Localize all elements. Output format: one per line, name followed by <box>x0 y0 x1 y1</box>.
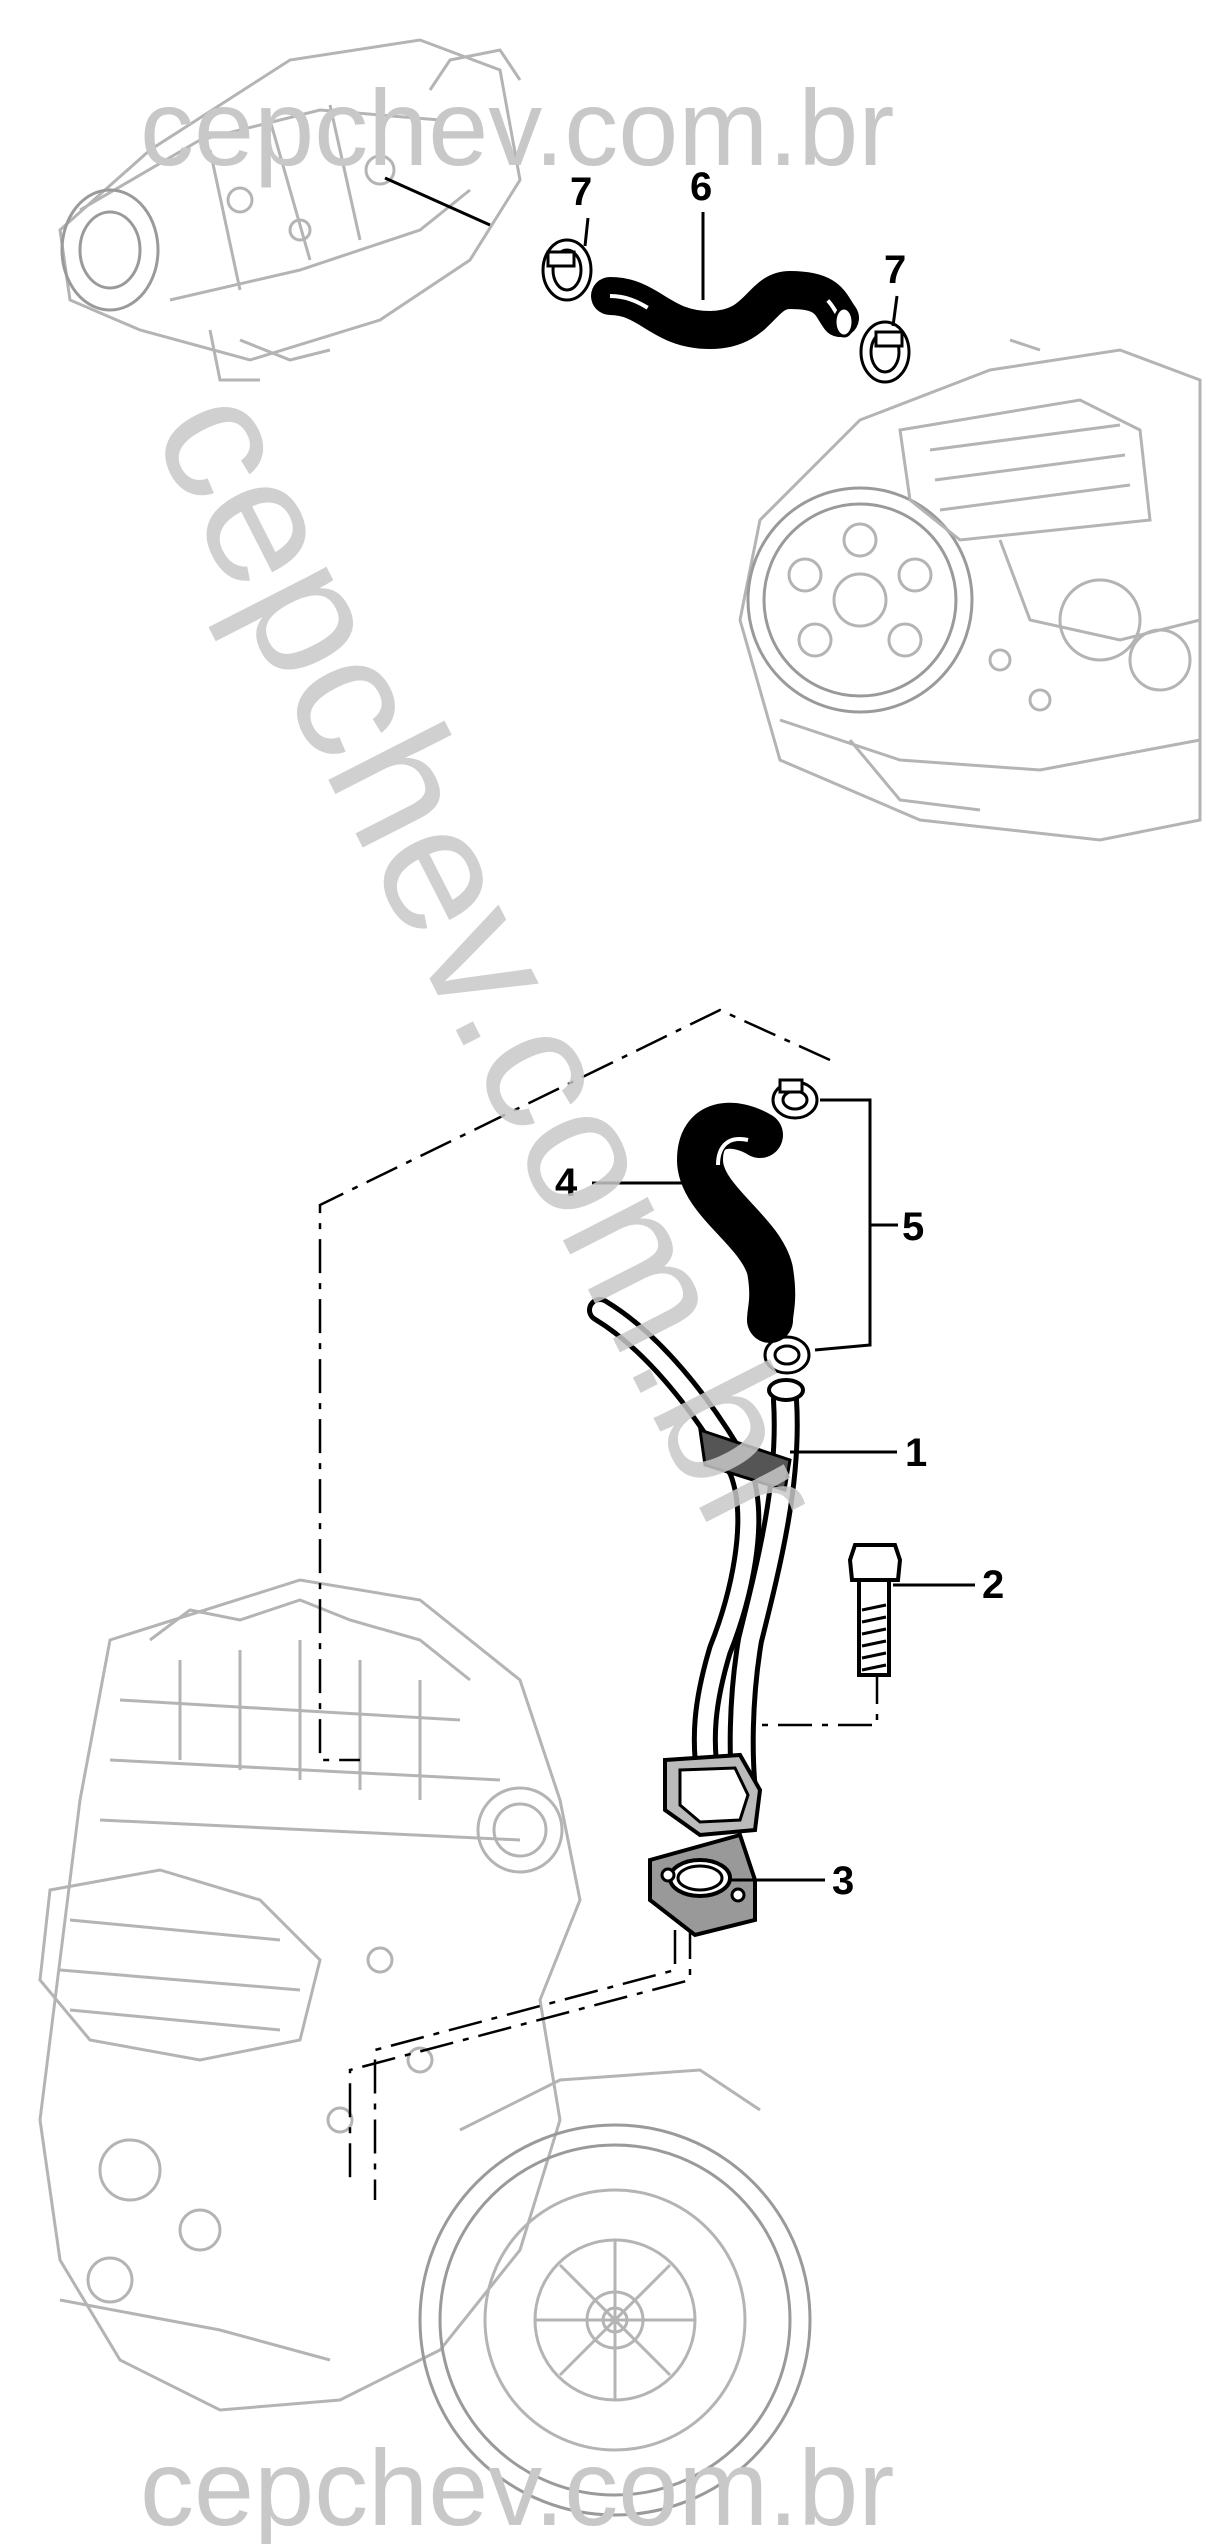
leader-7-right <box>891 295 899 327</box>
leader-7-left <box>583 217 590 247</box>
callout-2: 2 <box>982 1563 1004 1607</box>
callout-5: 5 <box>902 1205 924 1249</box>
engine-block-sketch <box>38 1578 582 2412</box>
vent-hose-part-4 <box>676 1102 796 1343</box>
callout-1: 1 <box>905 1431 927 1475</box>
watermark-diagonal: cepchev.com.br <box>115 356 865 1567</box>
flywheel-clutch-sketch <box>418 2068 812 2517</box>
hose-clamp-upper-part-5 <box>771 1078 819 1120</box>
watermark-bottom: cepchev.com.br <box>140 2427 894 2544</box>
heater-hose-part-6 <box>591 270 859 350</box>
assembly-line-bolt <box>740 1670 879 1727</box>
callout-7-left: 7 <box>570 170 592 214</box>
callout-3: 3 <box>832 1859 854 1903</box>
assembly-line-upper <box>318 1008 831 1762</box>
bracket-part-5 <box>814 1098 872 1352</box>
callout-6: 6 <box>690 165 712 209</box>
assembly-line-lower-2 <box>373 1930 677 2200</box>
bolt-part-2 <box>847 1543 903 1677</box>
dipstick-tube-part-1 <box>587 1297 805 1838</box>
hose-clamp-lower-part-5 <box>763 1335 811 1375</box>
watermark-top: cepchev.com.br <box>140 67 894 188</box>
hose-clamp-left-part-7 <box>541 238 593 302</box>
hose-clamp-right-part-7 <box>859 320 911 384</box>
assembly-line-lower-1 <box>348 1925 692 2180</box>
leader-line-intake <box>384 176 491 227</box>
timing-pulley-engine-sketch <box>738 338 1202 842</box>
gasket-part-3 <box>648 1832 757 1938</box>
callout-4: 4 <box>555 1161 578 1205</box>
callout-7-right: 7 <box>884 248 906 292</box>
intake-housing-sketch <box>58 38 522 382</box>
